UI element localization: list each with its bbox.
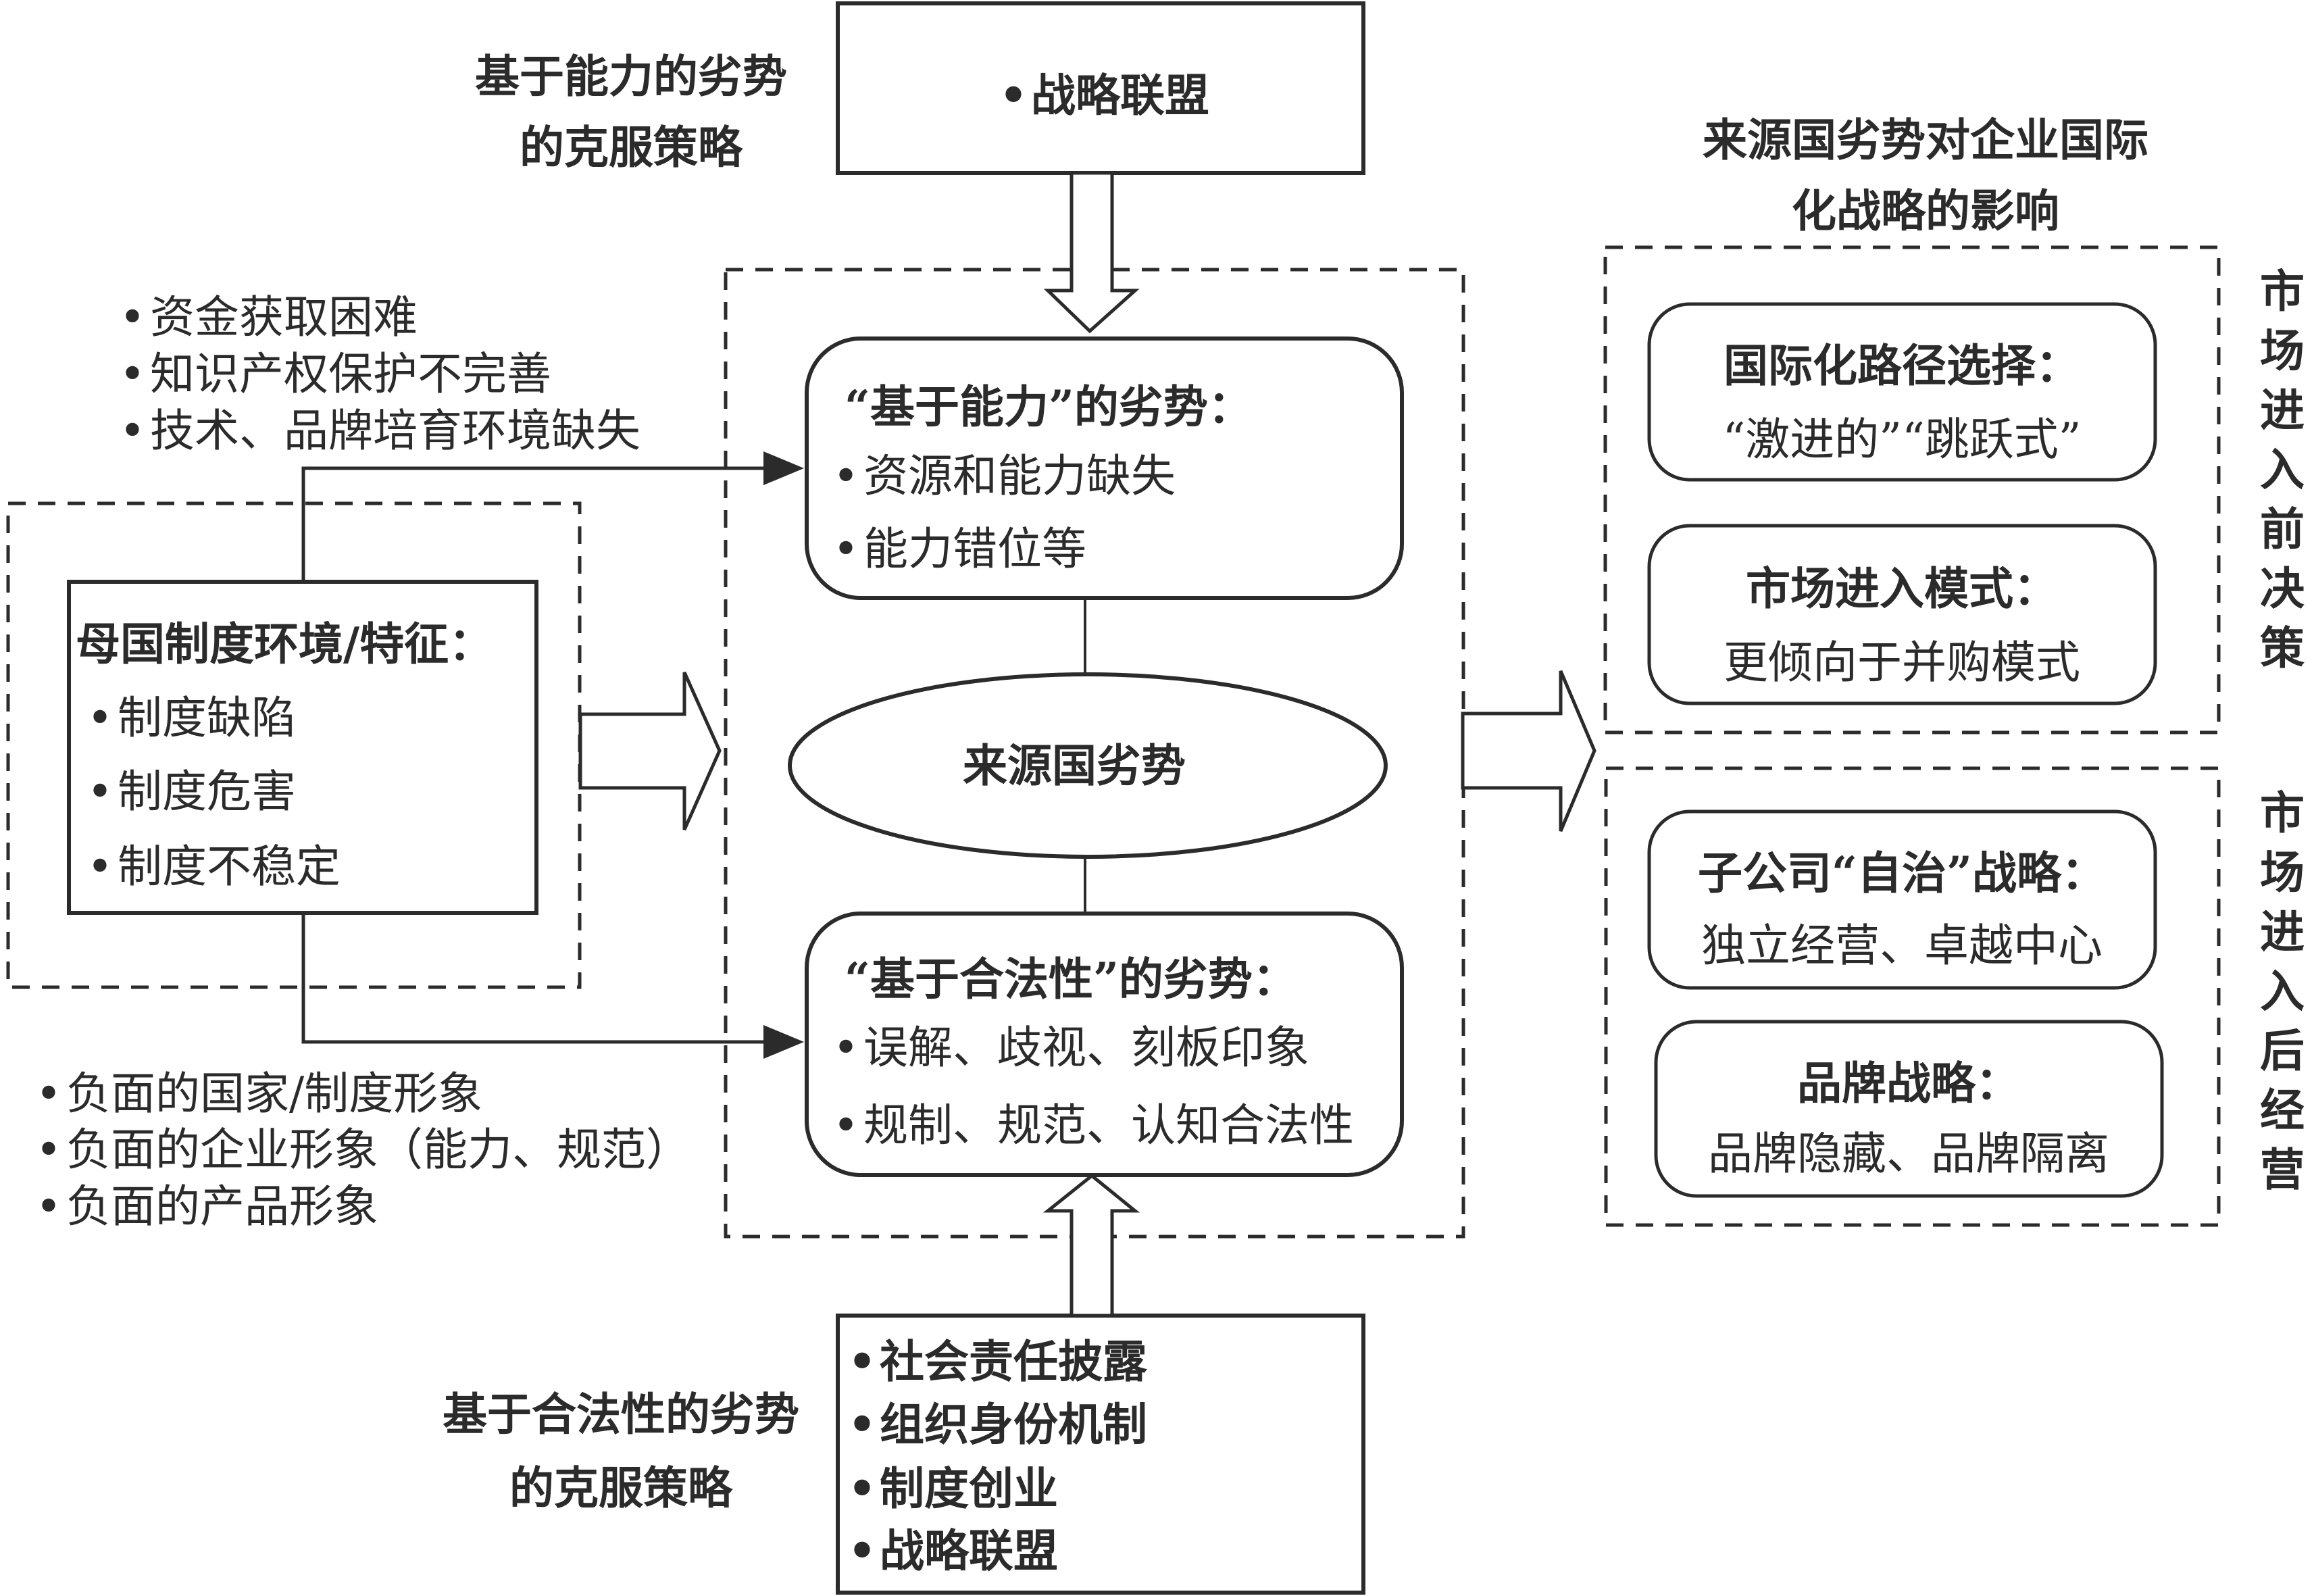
subsidiary-autonomy-body: 独立经营、卓越中心 <box>1701 920 2103 972</box>
legitimacy-liability-title: “基于合法性”的劣势： <box>845 953 1297 1005</box>
post-entry-side-label: 市场进入后经营 <box>2255 791 2309 1207</box>
subsidiary-autonomy-box <box>1647 809 2157 990</box>
center-ellipse <box>788 672 1388 859</box>
side-label-char: 场 <box>2260 324 2305 377</box>
path-choice-title: 国际化路径选择： <box>1724 339 2080 392</box>
pre-entry-side-label: 市场进入前决策 <box>2255 269 2309 685</box>
side-label-char: 市 <box>2260 265 2305 318</box>
path-choice-body: “激进的”“跳跃式” <box>1722 414 2082 466</box>
arrow-up-hollow <box>1042 1173 1140 1318</box>
entry-mode-box <box>1647 524 2157 705</box>
path-choice-box <box>1647 302 2157 482</box>
side-label-char: 经 <box>2260 1084 2305 1137</box>
legitimacy-factor-item: 负面的产品形象 <box>31 1184 378 1229</box>
side-label-char: 入 <box>2260 965 2305 1018</box>
capability-factor-item: 技术、品牌培育环境缺失 <box>115 409 640 453</box>
elbow-to-legitimacy <box>301 913 767 1044</box>
arrow-right-hollow-left <box>578 671 722 831</box>
legitimacy-strategy-item: 组织身份机制 <box>845 1402 1147 1447</box>
capability-strategy-label-line1: 基于能力的劣势 <box>475 50 787 103</box>
side-label-char: 决 <box>2260 562 2305 615</box>
entry-mode-title: 市场进入模式： <box>1746 562 2058 615</box>
impact-title-line2: 化战略的影响 <box>1792 184 2059 237</box>
arrow-right-hollow-right <box>1461 670 1596 832</box>
brand-strategy-box <box>1654 1020 2164 1198</box>
home-institution-item: 制度危害 <box>82 770 296 814</box>
entry-mode-body: 更倾向于并购模式 <box>1724 637 2080 689</box>
legitimacy-liability-item: 规制、规范、认知合法性 <box>828 1103 1354 1148</box>
capability-liability-title: “基于能力”的劣势： <box>845 380 1253 433</box>
side-label-char: 后 <box>2260 1024 2305 1077</box>
side-label-char: 前 <box>2260 503 2305 555</box>
legitimacy-strategy-label-line1: 基于合法性的劣势 <box>443 1388 799 1441</box>
brand-strategy-title: 品牌战略： <box>1797 1057 2020 1109</box>
side-label-char: 营 <box>2260 1143 2305 1196</box>
legitimacy-strategy-item: 制度创业 <box>845 1466 1058 1511</box>
post-entry-dashed-group <box>1604 766 2221 1227</box>
side-label-char: 入 <box>2260 443 2305 496</box>
legitimacy-liability-item: 误解、歧视、刻板印象 <box>828 1026 1309 1070</box>
pre-entry-dashed-group <box>1603 245 2221 734</box>
arrowhead-legitimacy <box>763 1025 804 1059</box>
arrow-down-hollow <box>1043 171 1140 334</box>
capability-factor-item: 知识产权保护不完善 <box>115 352 551 397</box>
center-label: 来源国劣势 <box>963 739 1186 792</box>
legitimacy-liability-box <box>805 912 1404 1177</box>
legitimacy-factor-item: 负面的国家/制度形象 <box>31 1072 482 1116</box>
arrowhead-capability <box>763 451 804 485</box>
legitimacy-strategy-label-line2: 的克服策略 <box>509 1462 732 1514</box>
legitimacy-strategy-item: 战略联盟 <box>845 1528 1058 1573</box>
side-label-char: 进 <box>2260 384 2305 437</box>
side-label-char: 场 <box>2260 846 2305 899</box>
legitimacy-strategy-item: 社会责任披露 <box>845 1339 1147 1384</box>
home-institution-item: 制度不稳定 <box>82 845 341 889</box>
side-label-char: 策 <box>2260 622 2305 674</box>
capability-strategy-label-line2: 的克服策略 <box>520 121 743 174</box>
impact-title-line1: 来源国劣势对企业国际 <box>1703 114 2148 166</box>
capability-liability-item: 能力错位等 <box>828 527 1086 572</box>
side-label-char: 市 <box>2260 787 2305 839</box>
capability-liability-box <box>805 336 1404 600</box>
subsidiary-autonomy-title: 子公司“自治”战略： <box>1698 847 2106 899</box>
legitimacy-factor-item: 负面的企业形象（能力、规范） <box>31 1128 690 1172</box>
capability-liability-item: 资源和能力缺失 <box>828 454 1176 499</box>
capability-factor-item: 资金获取困难 <box>115 295 418 340</box>
elbow-to-capability <box>301 466 767 582</box>
home-institution-title: 母国制度环境/特征： <box>76 618 494 670</box>
capability-strategy-item: 战略联盟 <box>996 73 1209 118</box>
brand-strategy-body: 品牌隐藏、品牌隔离 <box>1708 1128 2109 1180</box>
side-label-char: 进 <box>2260 905 2305 958</box>
home-institution-item: 制度缺陷 <box>82 696 296 741</box>
